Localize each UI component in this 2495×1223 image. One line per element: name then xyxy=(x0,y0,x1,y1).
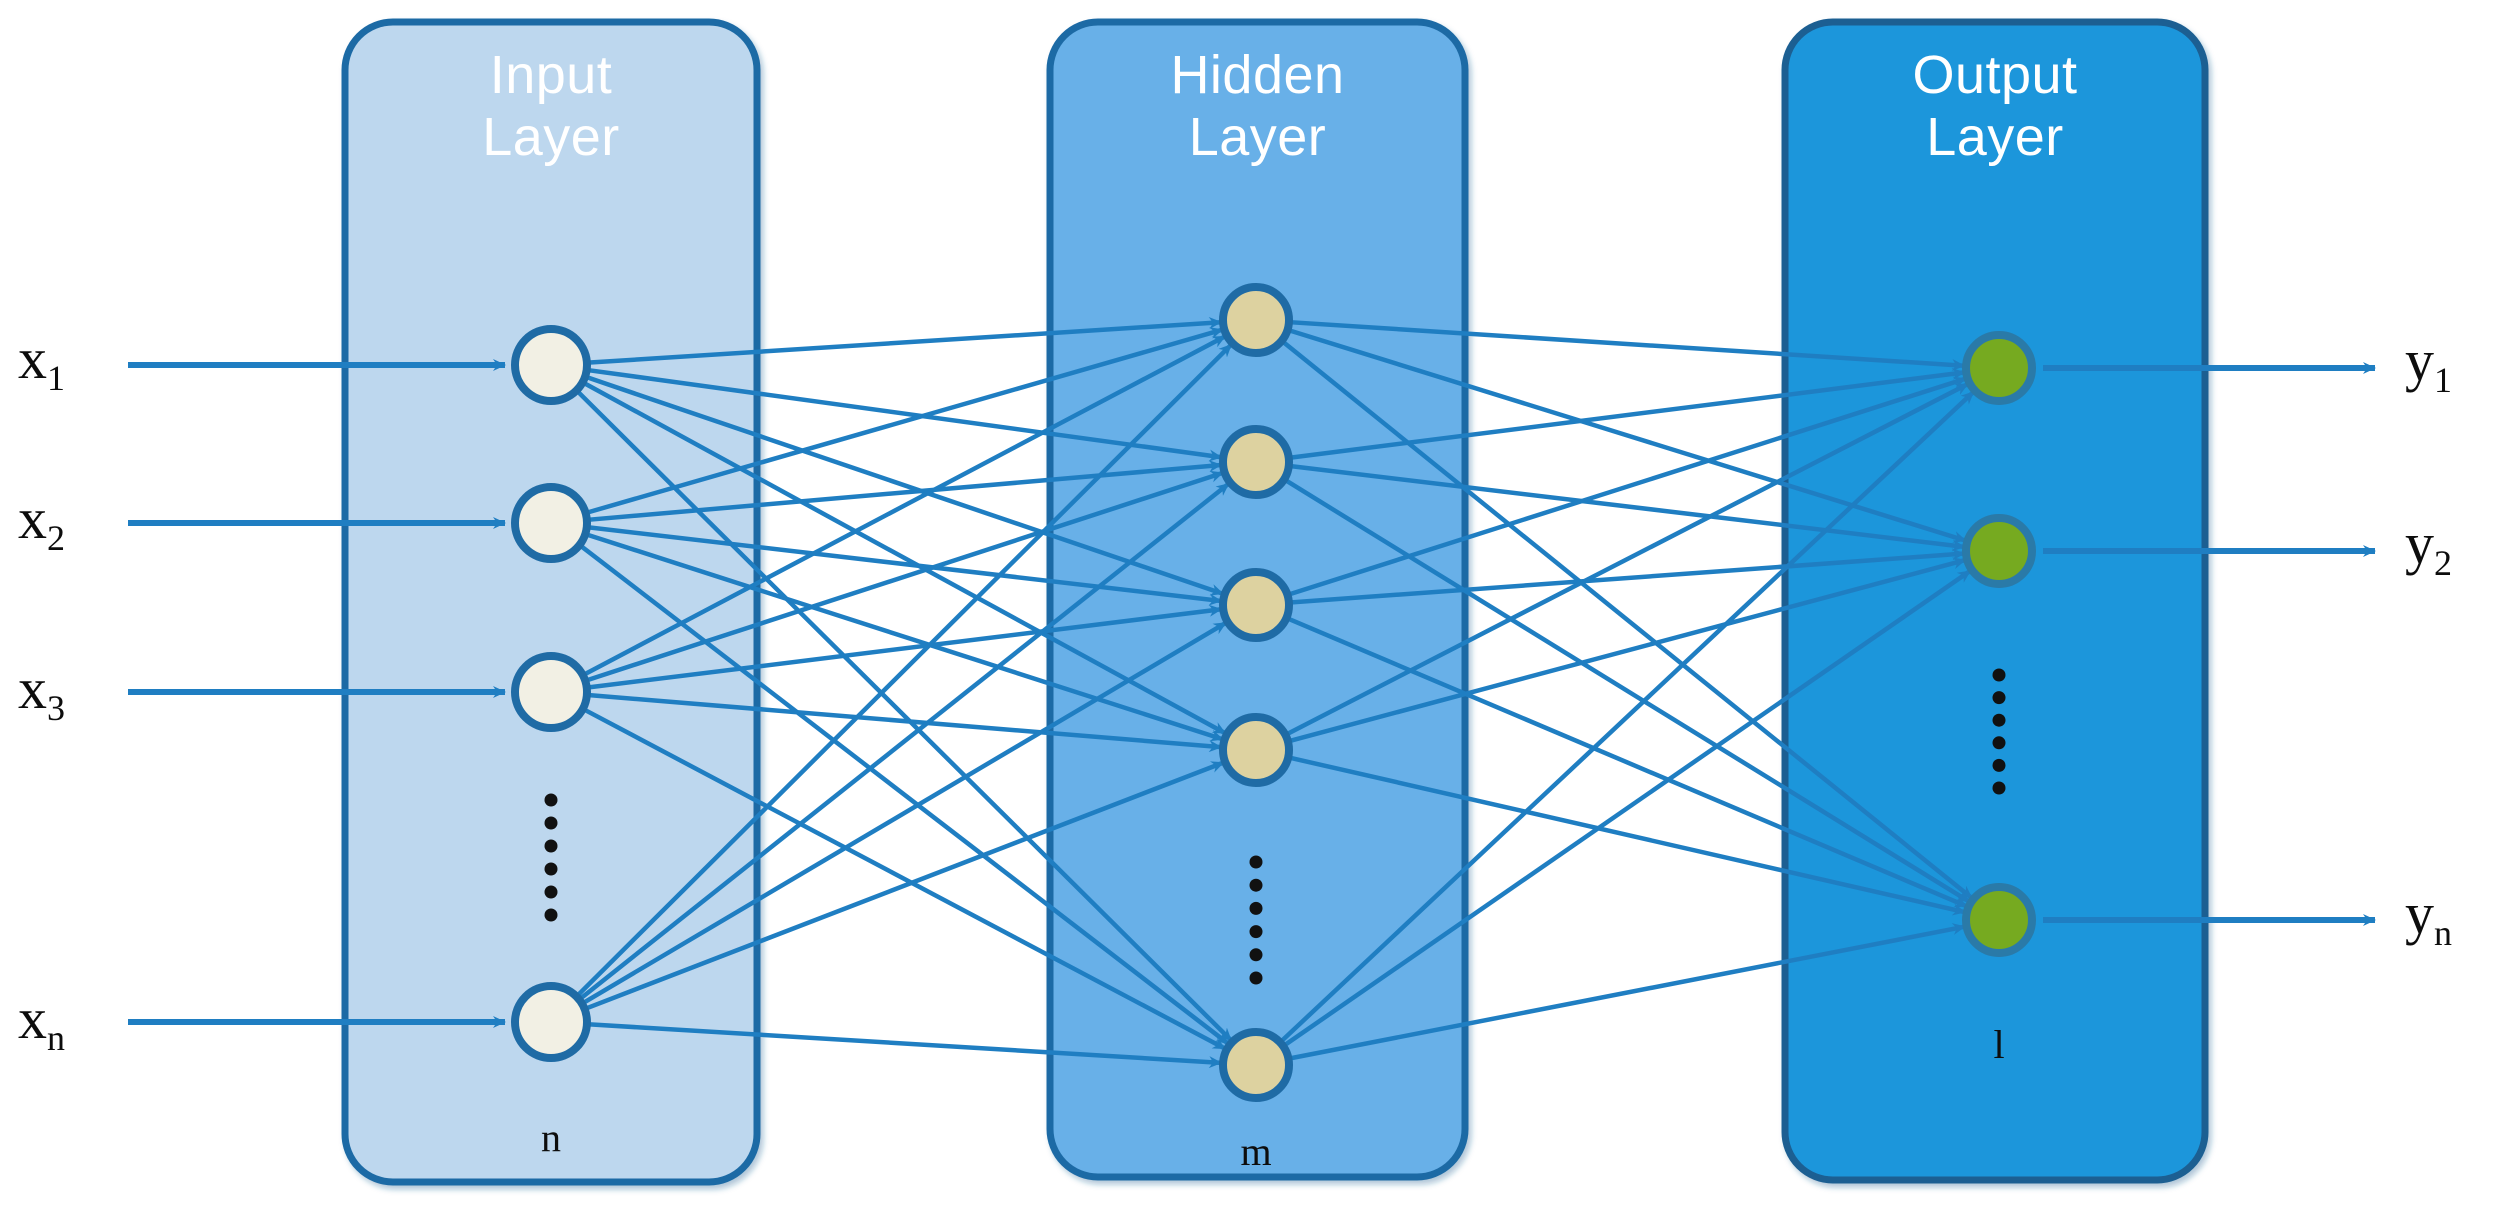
ellipsis-dot-input xyxy=(544,908,558,922)
input-label-xn: xn xyxy=(18,990,65,1057)
edge-in2-to-hid1 xyxy=(585,327,1224,515)
neuron-hidden-1 xyxy=(1219,283,1293,357)
edge-in3-to-hid2 xyxy=(585,470,1224,683)
edge-hid4-to-out3 xyxy=(1288,755,1966,916)
input-label-subscript: n xyxy=(47,1018,65,1058)
neuron-hidden-5 xyxy=(1219,1028,1293,1102)
ellipsis-dot-input xyxy=(544,793,558,807)
edge-hid1-to-out3 xyxy=(1281,339,1974,900)
edge-in3-to-hid5 xyxy=(582,707,1227,1051)
edge-hid5-to-out1 xyxy=(1279,390,1976,1044)
edge-hid1-to-out1 xyxy=(1289,319,1966,371)
edge-in3-to-hid3 xyxy=(587,604,1223,690)
ellipsis-dot-hidden xyxy=(1249,878,1263,892)
neuron-nodes xyxy=(511,283,2036,1102)
edge-in2-to-hid5 xyxy=(578,543,1230,1046)
ellipsis-dot-input xyxy=(544,839,558,853)
layer-count-label-m: m xyxy=(1240,1129,1272,1174)
output-label-y1: y1 xyxy=(2405,332,2452,399)
neuron-output-3 xyxy=(1962,883,2036,957)
input-label-x2: x2 xyxy=(18,490,65,557)
ellipsis-dot-output xyxy=(1992,758,2006,772)
ellipsis-dot-output xyxy=(1992,668,2006,682)
ellipsis-dot-hidden xyxy=(1249,901,1263,915)
edge-hid2-to-out1 xyxy=(1289,367,1966,460)
input-label-subscript: 3 xyxy=(47,688,65,728)
output-label-base: y xyxy=(2405,511,2434,576)
output-label-subscript: 1 xyxy=(2434,360,2452,400)
edge-hid5-to-out2 xyxy=(1282,569,1972,1048)
output-label-subscript: 2 xyxy=(2434,543,2452,583)
input-label-subscript: 2 xyxy=(47,518,65,558)
edge-in4-to-hid5 xyxy=(587,1022,1223,1069)
neuron-hidden-4 xyxy=(1219,713,1293,787)
input-label-base: x xyxy=(18,326,47,391)
edge-in1-to-hid2 xyxy=(587,367,1223,462)
layer-box-input xyxy=(341,18,761,1186)
input-label-subscript: 1 xyxy=(47,358,65,398)
edge-hid3-to-out2 xyxy=(1289,548,1966,605)
input-label-base: x xyxy=(18,656,47,721)
edge-hid2-to-out3 xyxy=(1283,477,1971,904)
ellipsis-dot-output xyxy=(1992,781,2006,795)
ellipsis-dot-output xyxy=(1992,691,2006,705)
edge-in1-to-hid3 xyxy=(585,374,1224,596)
edge-in3-to-hid4 xyxy=(587,692,1223,753)
edge-in1-to-hid1 xyxy=(587,317,1223,365)
neuron-hidden-3 xyxy=(1219,568,1293,642)
ellipsis-dot-output xyxy=(1992,736,2006,750)
ellipsis-dot-hidden xyxy=(1249,948,1263,962)
edge-hid3-to-out3 xyxy=(1286,616,1968,909)
ellipsis-dot-hidden xyxy=(1249,971,1263,985)
edge-hid4-to-out1 xyxy=(1285,382,1969,737)
edge-in4-to-hid4 xyxy=(584,760,1225,1011)
hidden-output-edges xyxy=(1279,319,1976,1061)
output-label-base: y xyxy=(2405,881,2434,946)
io-arrows xyxy=(128,359,2376,1028)
edge-in1-to-hid5 xyxy=(575,389,1233,1042)
edge-in1-to-hid4 xyxy=(582,380,1227,736)
neuron-input-3 xyxy=(511,652,591,732)
edge-hid5-to-out3 xyxy=(1288,923,1966,1061)
input-hidden-edges xyxy=(575,317,1233,1069)
ellipsis-dot-input xyxy=(544,885,558,899)
input-label-base: x xyxy=(18,986,47,1051)
ellipsis-dots xyxy=(544,668,2006,985)
input-label-x3: x3 xyxy=(18,660,65,727)
ellipsis-dot-hidden xyxy=(1249,855,1263,869)
neuron-input-1 xyxy=(511,325,591,405)
edge-hid3-to-out1 xyxy=(1287,376,1967,597)
edge-in2-to-hid3 xyxy=(587,525,1223,606)
ellipsis-dot-output xyxy=(1992,713,2006,727)
edge-in4-to-hid3 xyxy=(581,620,1228,1006)
ellipsis-dot-input xyxy=(544,862,558,876)
edge-in3-to-hid1 xyxy=(582,334,1227,677)
layer-count-label-n: n xyxy=(541,1115,561,1160)
edge-hid4-to-out2 xyxy=(1288,557,1967,744)
layer-count-label-l: l xyxy=(1993,1022,2005,1067)
edge-hid2-to-out2 xyxy=(1289,463,1966,552)
neuron-hidden-2 xyxy=(1219,425,1293,499)
ellipsis-dot-hidden xyxy=(1249,925,1263,939)
output-label-base: y xyxy=(2405,328,2434,393)
neuron-output-1 xyxy=(1962,331,2036,405)
edge-in2-to-hid4 xyxy=(585,532,1224,742)
output-label-subscript: n xyxy=(2434,913,2452,953)
edge-in4-to-hid2 xyxy=(578,482,1230,1001)
input-label-base: x xyxy=(18,486,47,551)
neuron-input-2 xyxy=(511,483,591,563)
output-label-yn: yn xyxy=(2405,885,2452,952)
input-label-x1: x1 xyxy=(18,330,65,397)
edge-in4-to-hid1 xyxy=(575,343,1233,998)
layer-box-output xyxy=(1781,18,2209,1184)
output-label-y2: y2 xyxy=(2405,515,2452,582)
neuron-output-2 xyxy=(1962,514,2036,588)
ellipsis-dot-input xyxy=(544,816,558,830)
neuron-input-4 xyxy=(511,982,591,1062)
edge-in2-to-hid2 xyxy=(587,460,1223,523)
